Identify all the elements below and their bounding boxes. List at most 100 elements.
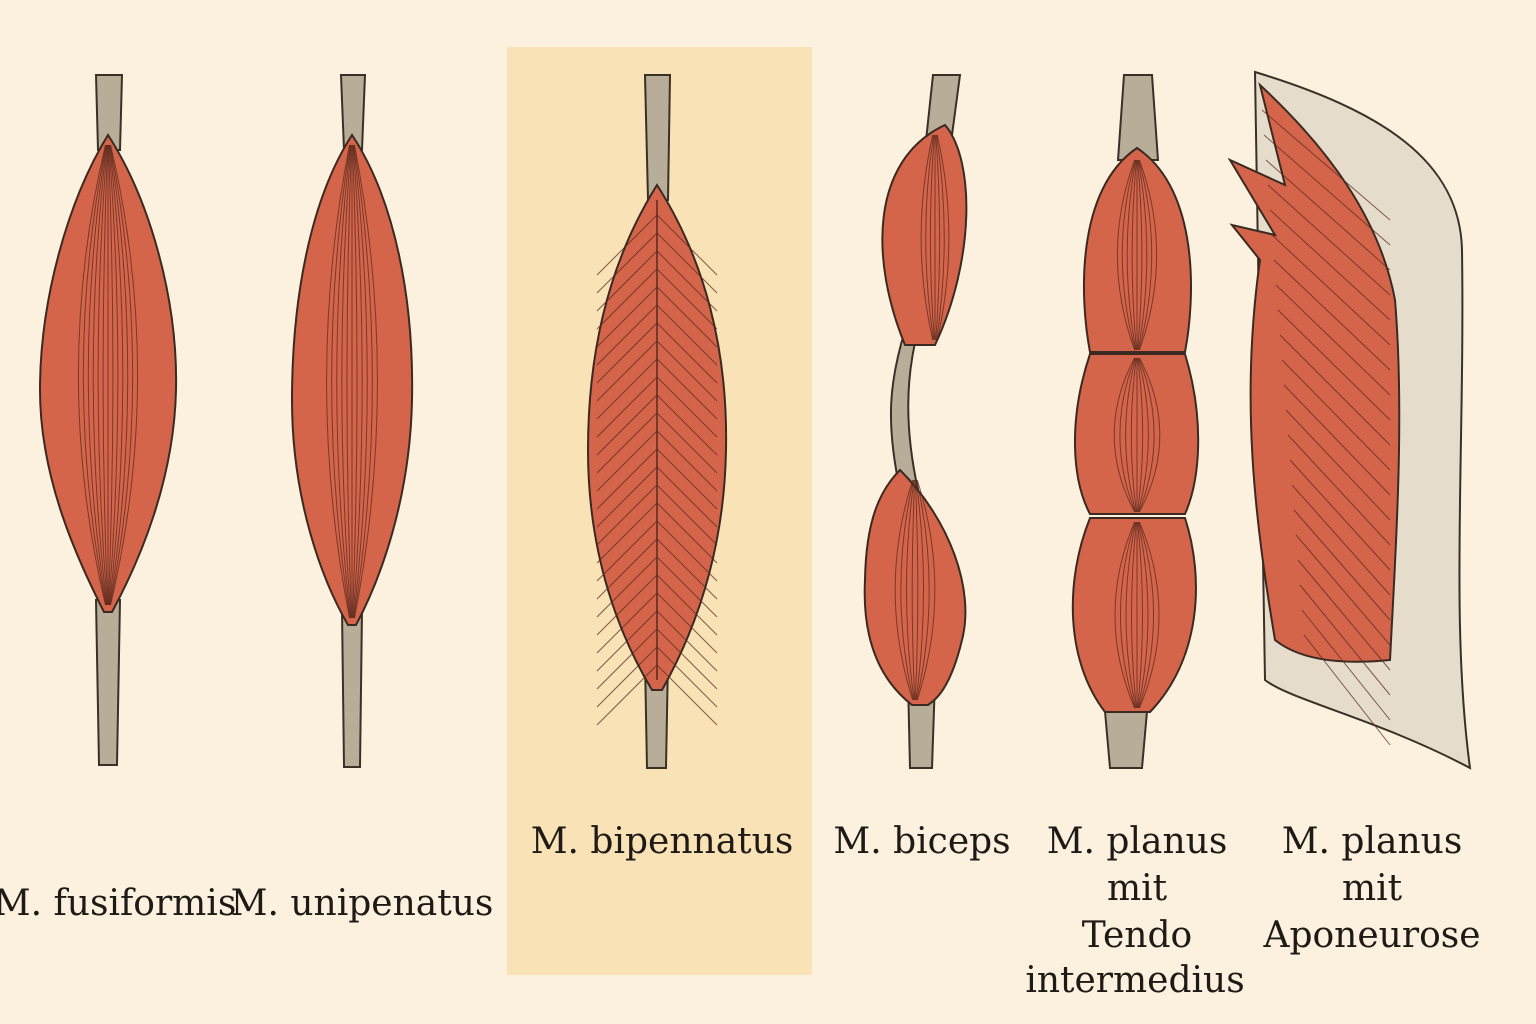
fiber-line	[596, 646, 658, 708]
fiber-line	[596, 358, 658, 420]
fiber-line	[1137, 521, 1143, 709]
fiber-line	[656, 556, 718, 618]
fiber-line	[596, 268, 658, 330]
fiber-line	[596, 322, 658, 384]
fiber-line	[352, 144, 363, 619]
fiber-line	[656, 394, 718, 456]
fiber-line	[108, 144, 124, 606]
fiber-line	[1137, 521, 1149, 709]
label-planus-tendo-line2: mit	[1107, 868, 1168, 909]
fiber-line	[1265, 159, 1391, 271]
fiber-line	[1279, 334, 1391, 446]
fiber-line	[1130, 357, 1137, 513]
fiber-line	[656, 268, 718, 330]
fiber-line	[656, 322, 718, 384]
fiber-line	[1301, 609, 1391, 721]
fiber-line	[77, 144, 106, 606]
fiber-line	[596, 592, 658, 654]
fiber-line	[656, 376, 718, 438]
muscle-biceps	[863, 74, 968, 769]
fiber-line	[1138, 159, 1158, 351]
fiber-line	[110, 144, 139, 606]
fiber-line	[894, 479, 914, 701]
fiber-line	[656, 340, 718, 402]
fiber-line	[596, 610, 658, 672]
fiber-line	[1113, 357, 1136, 513]
fiber-line	[1126, 159, 1137, 351]
fiber-line	[1131, 159, 1137, 351]
fiber-line	[656, 484, 718, 546]
fiber-line	[656, 574, 718, 636]
fiber-line	[656, 430, 718, 492]
label-biceps: M. biceps	[833, 821, 1010, 862]
muscle-planus-aponeurose	[1227, 70, 1472, 770]
fiber-line	[936, 134, 950, 341]
fiber-line	[656, 358, 718, 420]
fiber-line	[596, 556, 658, 618]
fiber-line	[1138, 521, 1160, 709]
fiber-line	[1287, 434, 1391, 546]
fiber-line	[326, 144, 350, 619]
fiber-line	[596, 250, 658, 312]
fiber-line	[914, 479, 919, 701]
fiber-line	[353, 144, 368, 619]
fiber-line	[1271, 234, 1391, 346]
fiber-line	[1137, 159, 1148, 351]
fiber-line	[925, 134, 934, 341]
label-planus-tendo-line4: intermedius	[1025, 960, 1244, 1001]
fiber-line	[1269, 209, 1391, 321]
fiber-line	[656, 448, 718, 510]
fiber-line	[107, 144, 114, 606]
fiber-line	[596, 448, 658, 510]
fiber-line	[1299, 584, 1391, 696]
fiber-line	[1261, 109, 1391, 221]
fiber-line	[102, 144, 109, 606]
fiber-line	[1267, 184, 1391, 296]
fiber-line	[596, 232, 658, 294]
fiber-line	[911, 479, 916, 701]
fiber-line	[108, 144, 119, 606]
fiber-line	[87, 144, 107, 606]
label-planus-tendo-line1: M. planus	[1047, 821, 1228, 862]
fiber-line	[1273, 259, 1391, 371]
fiber-line	[1277, 309, 1391, 421]
fiber-line	[1137, 357, 1149, 513]
fiber-line	[596, 484, 658, 546]
fiber-line	[109, 144, 129, 606]
fiber-line	[916, 479, 930, 701]
label-planus-apo-line3: Aponeurose	[1262, 915, 1480, 956]
fiber-line	[1138, 357, 1155, 513]
fiber-line	[1120, 521, 1136, 709]
fiber-line	[656, 520, 718, 582]
fiber-line	[1297, 559, 1391, 671]
fiber-line	[596, 304, 658, 366]
fiber-line	[346, 144, 352, 619]
fiber-line	[336, 144, 351, 619]
fiber-line	[82, 144, 107, 606]
fiber-line	[1125, 357, 1137, 513]
fiber-line	[109, 144, 134, 606]
fiber-line	[935, 134, 941, 341]
fiber-line	[596, 430, 658, 492]
fiber-line	[936, 134, 945, 341]
fiber-line	[1119, 357, 1136, 513]
label-unipennatus: M. unipenatus	[231, 883, 494, 924]
fiber-line	[596, 664, 658, 726]
fiber-line	[656, 646, 718, 708]
label-fusiformis: M. fusiformis	[0, 883, 236, 924]
fiber-line	[1289, 459, 1391, 571]
label-planus-apo-line2: mit	[1342, 868, 1403, 909]
fiber-line	[906, 479, 915, 701]
fiber-line	[656, 304, 718, 366]
fiber-line	[1114, 521, 1136, 709]
fiber-line	[656, 232, 718, 294]
fiber-line	[1138, 521, 1154, 709]
fiber-line	[596, 574, 658, 636]
fiber-line	[656, 412, 718, 474]
fiber-line	[656, 214, 718, 276]
fiber-line	[656, 286, 718, 348]
fiber-line	[596, 628, 658, 690]
muscle-planus-tendo-intermedius	[1071, 74, 1200, 769]
fiber-line	[596, 466, 658, 528]
fiber-line	[1137, 159, 1143, 351]
